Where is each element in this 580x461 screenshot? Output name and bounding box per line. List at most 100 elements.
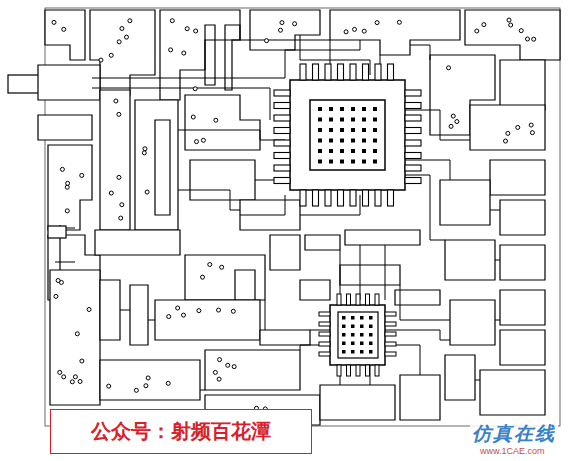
- thermal-via: [342, 342, 346, 346]
- via: [362, 29, 366, 33]
- thermal-via: [369, 342, 373, 346]
- via: [529, 123, 533, 127]
- via: [114, 99, 118, 103]
- via: [117, 175, 121, 179]
- ic-pin: [300, 64, 306, 80]
- thermal-via: [318, 139, 322, 143]
- ic-pin: [385, 332, 396, 336]
- via: [176, 306, 180, 310]
- via: [128, 19, 132, 23]
- via: [530, 131, 534, 135]
- via: [506, 131, 510, 135]
- ic-pin: [350, 64, 356, 80]
- thermal-via: [369, 325, 373, 329]
- via: [214, 118, 218, 122]
- ic-pin: [313, 64, 319, 80]
- via: [119, 216, 123, 220]
- via: [117, 40, 121, 44]
- ic-pin: [385, 342, 396, 346]
- via: [193, 87, 197, 91]
- watermark-text: 公众号：射频百花潭: [91, 418, 271, 445]
- via: [65, 209, 69, 213]
- thermal-via: [329, 107, 333, 111]
- thermal-via: [373, 128, 377, 132]
- via: [87, 307, 91, 311]
- via: [220, 265, 224, 269]
- via: [455, 120, 459, 124]
- ic-pin: [385, 322, 396, 326]
- via: [142, 151, 146, 155]
- ic-pin: [274, 153, 290, 159]
- via: [344, 30, 348, 34]
- via: [146, 376, 150, 380]
- via: [134, 388, 138, 392]
- via: [124, 35, 128, 39]
- via: [170, 19, 174, 23]
- thermal-via: [318, 107, 322, 111]
- ic-pin: [388, 190, 394, 206]
- via: [265, 39, 269, 43]
- via: [185, 27, 189, 31]
- ic-pin: [274, 140, 290, 146]
- via: [213, 370, 217, 374]
- thermal-via: [340, 160, 344, 164]
- ic-pin: [375, 190, 381, 206]
- via: [120, 203, 124, 207]
- via: [208, 263, 212, 267]
- thermal-via: [329, 160, 333, 164]
- ic-pin: [274, 115, 290, 121]
- ic-pin: [337, 294, 341, 305]
- ic-pin: [325, 64, 331, 80]
- via: [504, 139, 508, 143]
- ic-pin: [405, 90, 421, 96]
- via: [80, 359, 84, 363]
- thermal-via: [340, 149, 344, 153]
- thermal-via: [360, 325, 364, 329]
- thermal-via: [318, 118, 322, 122]
- thermal-via: [362, 160, 366, 164]
- thermal-via: [340, 107, 344, 111]
- thermal-via: [351, 128, 355, 132]
- via: [52, 20, 56, 24]
- thermal-via: [360, 350, 364, 354]
- thermal-via: [318, 128, 322, 132]
- via: [217, 377, 221, 381]
- thermal-via: [340, 139, 344, 143]
- ic-pin: [274, 90, 290, 96]
- via: [80, 173, 84, 177]
- via: [218, 358, 222, 362]
- ic-pin: [319, 322, 330, 326]
- via: [107, 384, 111, 388]
- thermal-via: [351, 325, 355, 329]
- ic-pin: [405, 178, 421, 184]
- thermal-via: [373, 149, 377, 153]
- via: [226, 363, 230, 367]
- thermal-via: [342, 316, 346, 320]
- thermal-via: [351, 107, 355, 111]
- ic-pin: [405, 140, 421, 146]
- ic-pin: [385, 312, 396, 316]
- ic-pin: [338, 64, 344, 80]
- thermal-via: [351, 139, 355, 143]
- via: [191, 115, 195, 119]
- via: [75, 332, 79, 336]
- thermal-via: [351, 118, 355, 122]
- via: [525, 37, 529, 41]
- via: [143, 147, 147, 151]
- via: [58, 370, 62, 374]
- thermal-via: [360, 316, 364, 320]
- ic-pin: [313, 190, 319, 206]
- ic-pin: [319, 342, 330, 346]
- thermal-via: [342, 333, 346, 337]
- thermal-via: [360, 333, 364, 337]
- thermal-via: [329, 139, 333, 143]
- via: [167, 315, 171, 319]
- via: [507, 18, 511, 22]
- via: [375, 21, 379, 25]
- ic-pin: [366, 365, 370, 376]
- watermark-box: 公众号：射频百花潭: [50, 409, 312, 454]
- ic-pin: [363, 64, 369, 80]
- via: [117, 112, 121, 116]
